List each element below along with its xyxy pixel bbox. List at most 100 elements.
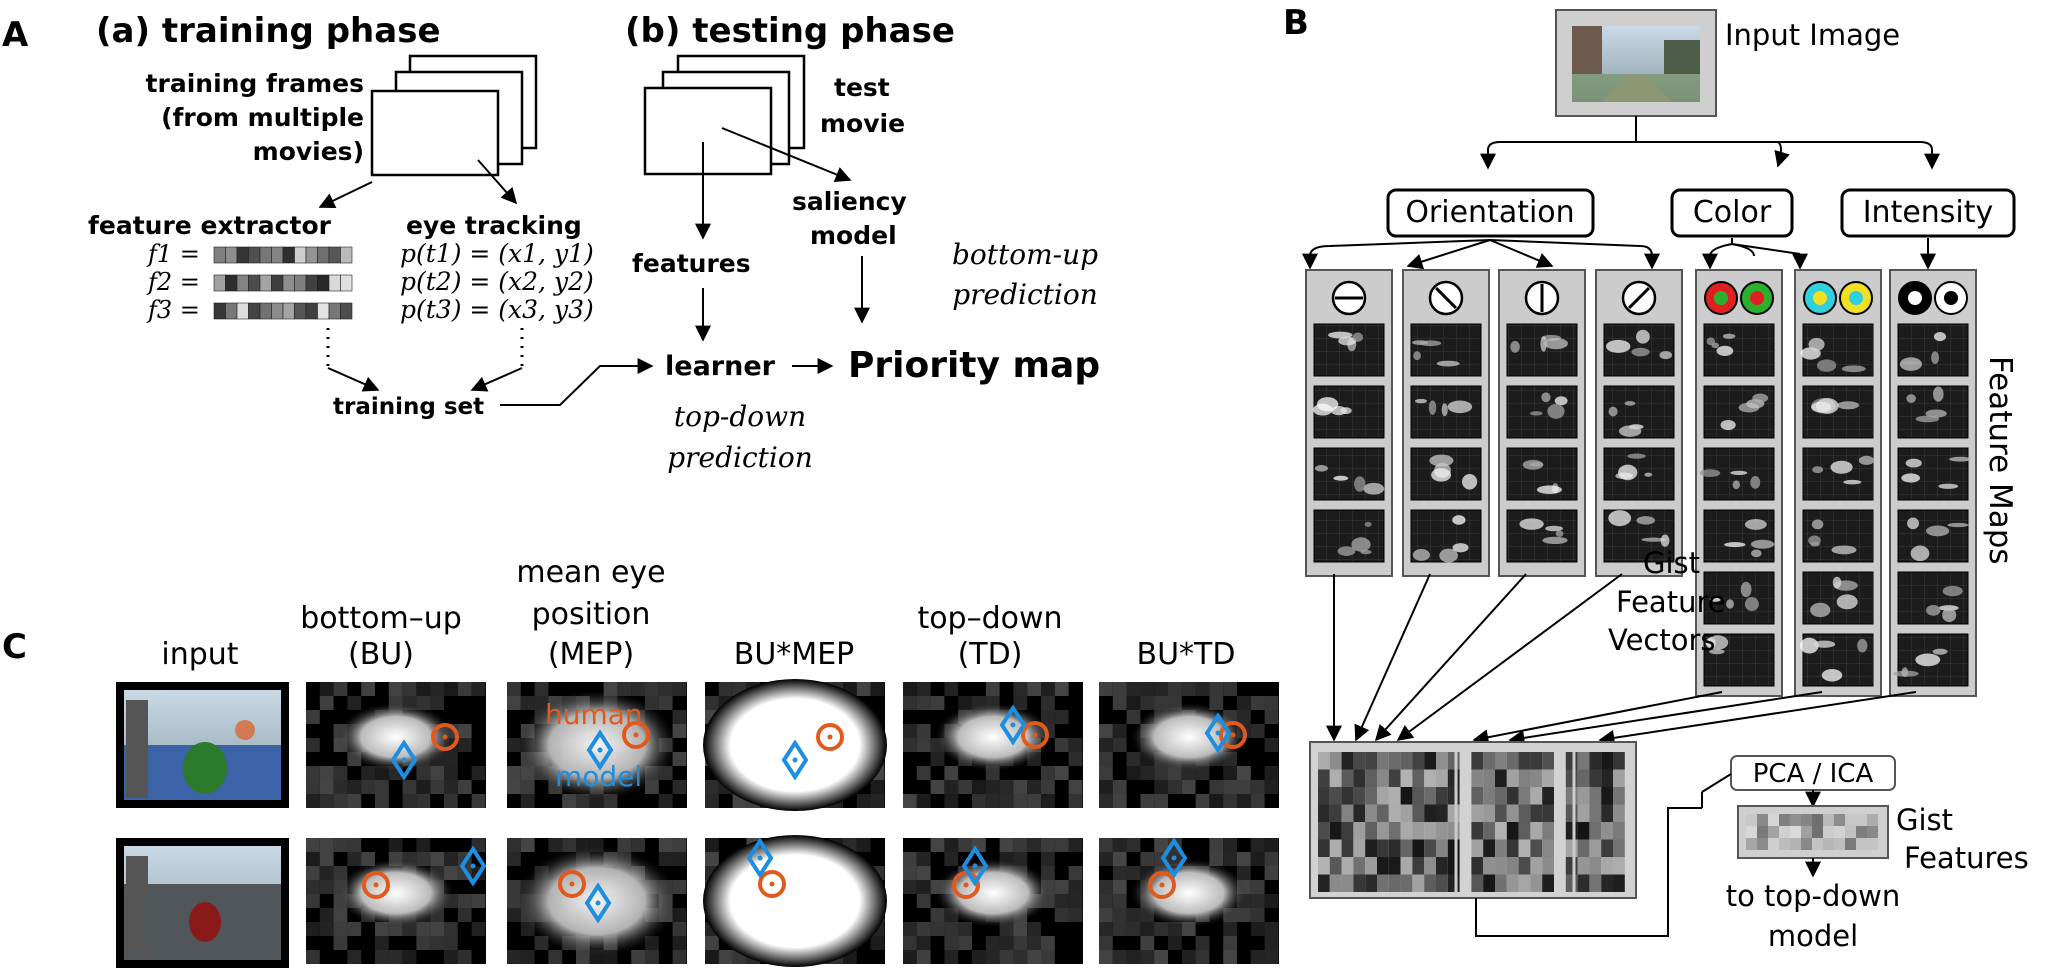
gist-cell bbox=[1577, 839, 1590, 857]
heatmap-cell bbox=[416, 922, 431, 936]
gist-cell bbox=[1329, 769, 1342, 787]
heatmap-cell bbox=[1054, 880, 1069, 894]
gist-cell bbox=[1329, 822, 1342, 840]
feature-cell bbox=[328, 246, 341, 264]
feature-map-blob bbox=[1751, 549, 1762, 558]
human-fixation-icon bbox=[558, 870, 586, 898]
feature-map-blob bbox=[1519, 518, 1544, 530]
feature-map-thumb bbox=[1897, 571, 1969, 625]
training-frames-label-2: (from multiple bbox=[161, 103, 364, 132]
gist-cell bbox=[1483, 857, 1495, 875]
eye-row-1: p(t1) = (x1, y1) bbox=[400, 239, 594, 268]
color-icon bbox=[1813, 291, 1827, 305]
legend-human: human bbox=[545, 698, 643, 731]
feature-cell bbox=[248, 274, 261, 292]
heatmap-cell bbox=[1013, 794, 1028, 808]
human-fixation-dot bbox=[373, 882, 379, 888]
feature-map-blob bbox=[1744, 519, 1767, 530]
heatmap-cell bbox=[306, 780, 320, 794]
gist-cell bbox=[1495, 874, 1507, 892]
heatmap-cell bbox=[1209, 794, 1224, 808]
heatmap-cell bbox=[1027, 838, 1041, 852]
gist-cell bbox=[1483, 839, 1495, 857]
heatmap-cell bbox=[430, 852, 444, 866]
feature-map-blob bbox=[1915, 653, 1941, 667]
gist-feature-cell bbox=[1856, 826, 1867, 838]
gist-cell bbox=[1530, 769, 1543, 787]
heatmap-cell bbox=[430, 780, 444, 794]
color-icon bbox=[1849, 291, 1863, 305]
heatmap-cell bbox=[1041, 696, 1055, 710]
gist-cell bbox=[1565, 874, 1578, 892]
feature-map-blob bbox=[1843, 479, 1862, 485]
feature-map-blob bbox=[1542, 536, 1568, 545]
heatmap-cell bbox=[416, 838, 431, 852]
gist-feature-cell bbox=[1812, 826, 1823, 838]
gist-cell bbox=[1565, 769, 1578, 787]
gist-vectors-label-3: Vectors bbox=[1608, 623, 1716, 657]
heatmap-blob bbox=[1131, 859, 1247, 927]
feature-map-thumb bbox=[1703, 323, 1775, 377]
heatmap-cell bbox=[507, 682, 521, 696]
col-header-td-2: (TD) bbox=[958, 637, 1023, 672]
heatmap-cell bbox=[1126, 908, 1141, 922]
heatmap-cell bbox=[1237, 710, 1251, 724]
gist-cell bbox=[1436, 857, 1448, 875]
gist-cell bbox=[1518, 822, 1531, 840]
gist-cell bbox=[1365, 874, 1377, 892]
feature-map-blob bbox=[1821, 668, 1843, 682]
feature-cell bbox=[236, 246, 249, 264]
gist-cell bbox=[1400, 822, 1413, 840]
gist-cell bbox=[1518, 787, 1531, 805]
heatmap-cell bbox=[1126, 838, 1141, 852]
heatmap-cell bbox=[1112, 794, 1127, 808]
gist-cell bbox=[1542, 822, 1554, 840]
human-fixation-icon bbox=[431, 723, 459, 751]
heatmap-blob bbox=[338, 703, 454, 771]
gist-cell bbox=[1388, 822, 1401, 840]
feature-map-blob bbox=[1547, 403, 1565, 419]
heatmap-cell bbox=[916, 696, 931, 710]
heatmap-cell bbox=[1195, 682, 1210, 696]
heatmap-cell bbox=[1237, 696, 1251, 710]
heatmap-cell bbox=[1181, 780, 1196, 794]
heatmap-cell bbox=[1126, 866, 1141, 880]
gist-feature-cell bbox=[1746, 838, 1757, 850]
gist-cell bbox=[1471, 769, 1484, 787]
heatmap-cell bbox=[319, 682, 334, 696]
feature-map-blob bbox=[1644, 472, 1653, 477]
gist-cell bbox=[1341, 822, 1354, 840]
heatmap-cell bbox=[1041, 852, 1055, 866]
gist-cell bbox=[1518, 857, 1531, 875]
feature-map-blob bbox=[1351, 537, 1371, 552]
gist-cell bbox=[1424, 839, 1436, 857]
gist-cell bbox=[1329, 752, 1342, 770]
heatmap-cell bbox=[705, 696, 719, 710]
model-prediction-dot bbox=[1171, 855, 1177, 861]
heatmap-cell bbox=[1264, 766, 1279, 780]
heatmap-cell bbox=[1140, 950, 1155, 964]
gist-cell bbox=[1329, 839, 1342, 857]
heatmap-cell bbox=[1250, 794, 1265, 808]
gist-cell bbox=[1436, 752, 1448, 770]
gist-feature-cell bbox=[1867, 826, 1878, 838]
feature-cell bbox=[317, 302, 330, 320]
gist-cell bbox=[1530, 874, 1543, 892]
gist-cell bbox=[1341, 804, 1354, 822]
human-fixation-icon bbox=[622, 721, 650, 749]
heatmap-cell bbox=[1027, 922, 1041, 936]
heatmap-cell bbox=[375, 950, 389, 964]
model-prediction-icon bbox=[1204, 712, 1232, 754]
gist-cell bbox=[1471, 752, 1484, 770]
test-movie-label-2: movie bbox=[820, 109, 905, 138]
gist-cell bbox=[1400, 874, 1413, 892]
gist-features-label-2: Features bbox=[1904, 841, 2029, 875]
feature-map-blob bbox=[1926, 525, 1950, 537]
heatmap-cell bbox=[1140, 696, 1155, 710]
feature-cell bbox=[317, 246, 330, 264]
feature-map-blob bbox=[1617, 464, 1638, 481]
gist-cell bbox=[1495, 787, 1507, 805]
heatmap-cell bbox=[1264, 894, 1279, 908]
gist-cell bbox=[1377, 874, 1389, 892]
feature-vectors: f1 = f2 = f3 = bbox=[146, 240, 353, 324]
